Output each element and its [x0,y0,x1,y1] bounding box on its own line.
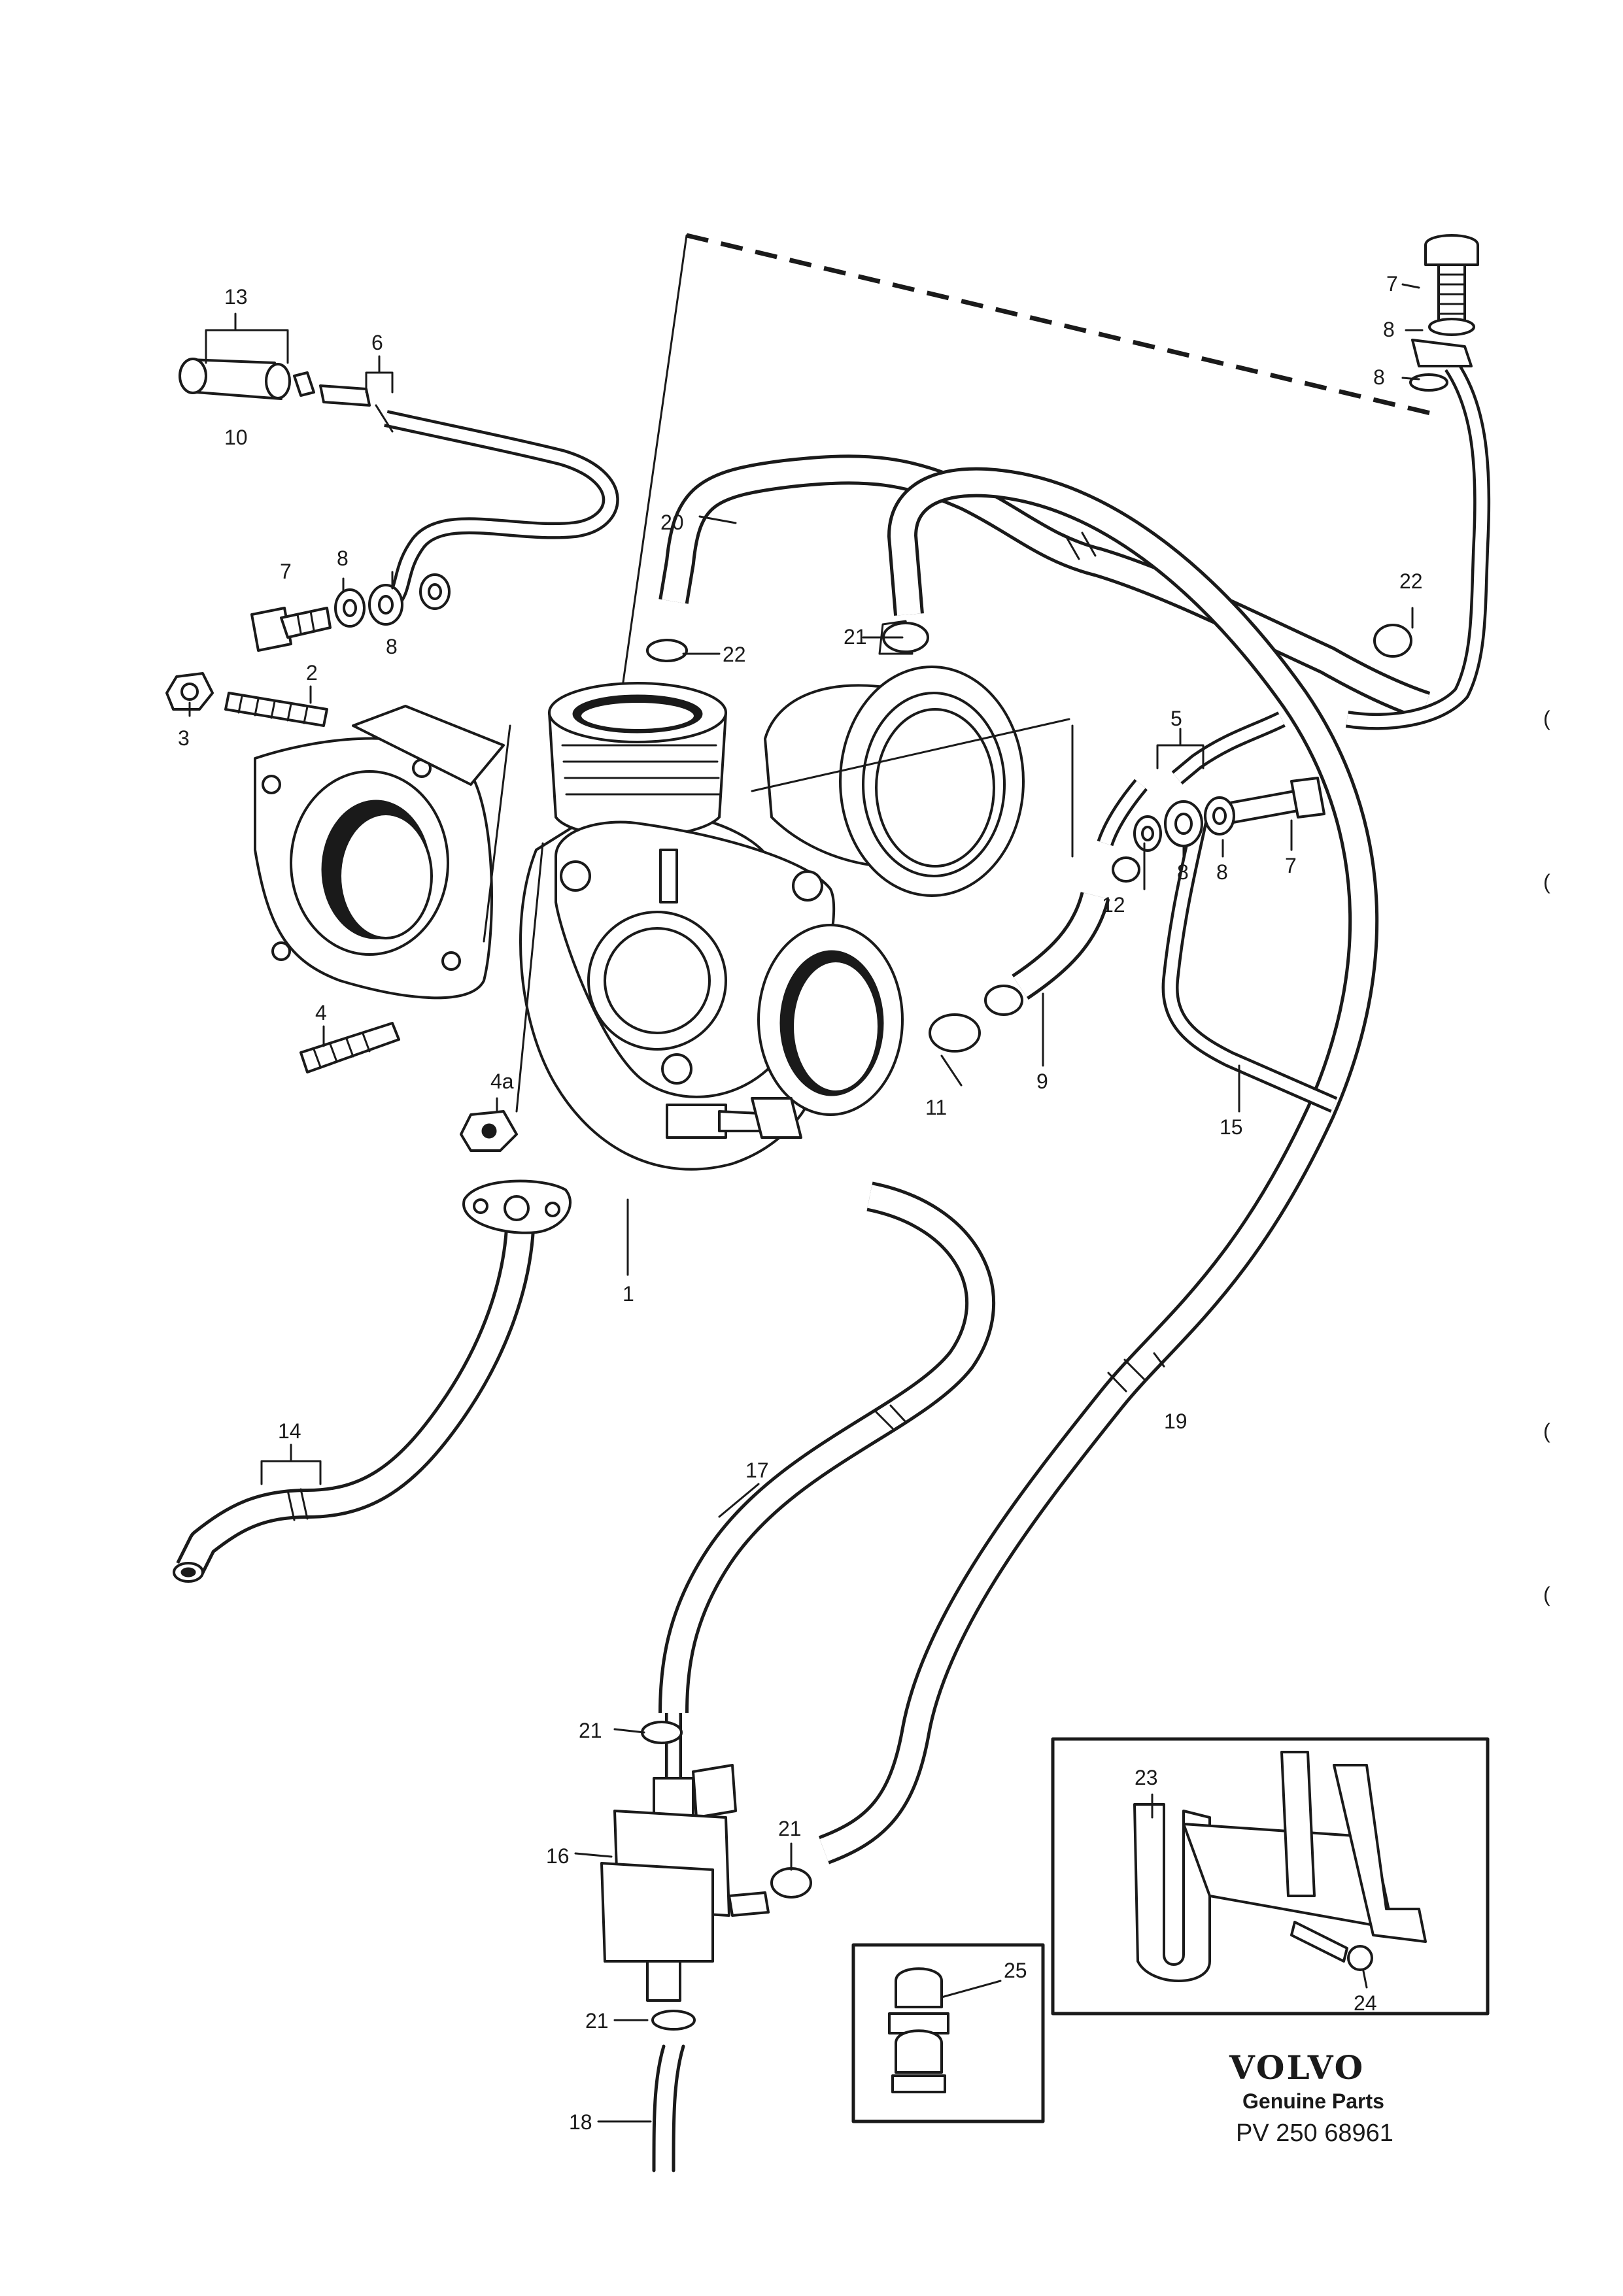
oil-feed-pipe [375,404,619,608]
stud-2 [224,692,328,727]
callout-8: 8 [337,547,349,570]
callout-7: 7 [1285,854,1297,877]
hose-5 [1097,711,1286,847]
callout-7: 7 [1386,272,1398,295]
callout-20: 20 [660,511,684,534]
callout-25: 25 [1004,1959,1027,1982]
turbocharger [254,666,1074,1171]
callout-8: 8 [1373,365,1385,389]
callout-12: 12 [1102,893,1125,917]
banjo-bolt-7-left [250,607,332,652]
callout-7: 7 [280,560,292,583]
bracket-inset [1051,1737,1490,2016]
callout-5: 5 [1170,707,1182,730]
margin-mark: ( [1543,870,1550,894]
pipe-15 [1161,815,1338,1113]
nut-4a [460,1110,518,1152]
callout-8: 8 [1383,318,1395,341]
callout-labels: 13 10 6 7 8 8 2 3 4 4a 1 20 22 21 22 7 8… [178,272,1423,2134]
washers-8-left [334,573,451,628]
hose-17 [658,1181,996,1714]
volvo-logo: VOLVO [1229,2048,1365,2087]
hose-9 [984,891,1110,1016]
callout-21: 21 [844,625,867,649]
solenoid-valve-16 [600,1713,812,2172]
union-10 [179,358,371,407]
callout-8: 8 [1177,860,1189,884]
callout-13: 13 [224,285,248,309]
banjo-bolt-7-top-right [1409,234,1479,392]
callout-16: 16 [546,1844,570,1868]
callout-10: 10 [224,426,248,449]
clip-inset [851,1943,1045,2123]
nut-3 [165,672,214,711]
callout-4a: 4a [490,1070,514,1093]
dashed-reference-line [610,233,1439,766]
callout-2: 2 [306,661,318,684]
hose-20 [658,454,1431,720]
banjo-bolt-7-right [1133,777,1325,852]
callout-24: 24 [1354,1991,1377,2015]
callout-21: 21 [778,1817,802,1840]
gasket-oil-flange [462,1179,572,1234]
margin-mark: ( [1543,1583,1550,1606]
hose-14 [173,1228,535,1583]
brand-block: VOLVO Genuine Parts PV 250 68961 [1229,2048,1393,2147]
hose-clamps [646,622,1412,1053]
leader-lines [188,283,1424,2123]
margin-mark: ( [1543,707,1550,730]
callout-8: 8 [1216,860,1228,884]
callout-17: 17 [745,1459,769,1482]
callout-8: 8 [386,635,398,658]
genuine-parts-label: Genuine Parts [1242,2089,1384,2113]
margin-marks: ( ( ( ( [1543,707,1550,1606]
oil-return-pipe [1345,361,1491,730]
diagram-code: PV 250 68961 [1236,2119,1393,2147]
callout-3: 3 [178,726,190,750]
callout-22: 22 [723,643,746,666]
callout-6: 6 [371,331,383,354]
callout-4: 4 [315,1001,327,1024]
callout-22: 22 [1399,569,1423,593]
stud-4 [299,1022,400,1073]
callout-14: 14 [278,1419,301,1443]
callout-23: 23 [1135,1766,1158,1789]
callout-11: 11 [925,1096,947,1119]
callout-21: 21 [579,1719,602,1742]
callout-18: 18 [569,2110,592,2134]
callout-15: 15 [1220,1115,1243,1139]
callout-19: 19 [1164,1410,1187,1433]
callout-9: 9 [1036,1070,1048,1093]
margin-mark: ( [1543,1419,1550,1443]
callout-21: 21 [585,2009,609,2033]
callout-1: 1 [623,1282,634,1306]
